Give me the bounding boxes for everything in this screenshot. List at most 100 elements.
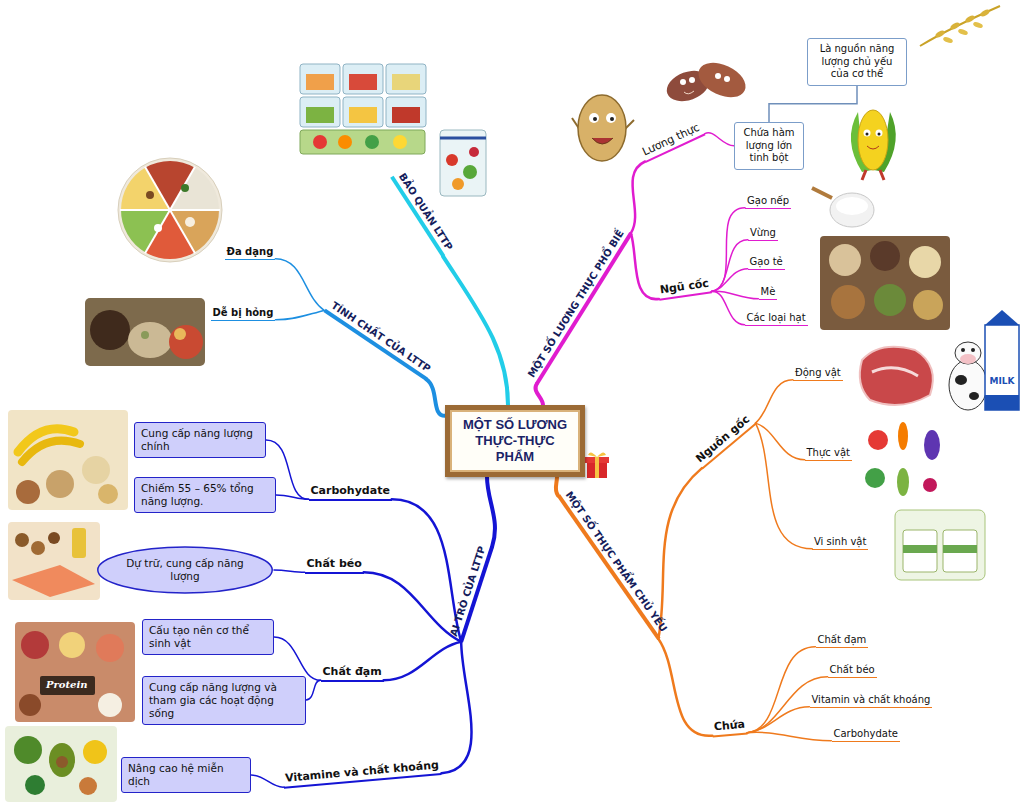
illustration-shape bbox=[985, 325, 1019, 410]
branch-line bbox=[747, 732, 831, 741]
node-text: Chất béo bbox=[307, 557, 362, 571]
illustration-shape bbox=[923, 478, 937, 492]
illustration-shape bbox=[684, 91, 694, 94]
node-text: AI TRÒ CỦA LTTP bbox=[447, 544, 488, 637]
zip-bag-picture bbox=[440, 130, 486, 196]
branch-line bbox=[705, 133, 734, 146]
illustration-shape bbox=[868, 430, 888, 450]
leaf-label: Vitamin và chất khoáng bbox=[810, 693, 933, 708]
illustration-shape bbox=[306, 74, 334, 90]
ellipse-outline-shape bbox=[98, 547, 272, 593]
note-box: Cung cấp năng lượng chính bbox=[134, 422, 266, 458]
illustration-shape bbox=[440, 130, 486, 196]
branch-line bbox=[711, 240, 748, 292]
sweet-potato-characters bbox=[663, 56, 751, 107]
protein-photo bbox=[15, 622, 135, 722]
illustration-shape bbox=[392, 74, 420, 90]
illustration-shape bbox=[957, 28, 968, 36]
leaf-label: Đa dạng bbox=[225, 245, 276, 260]
branch-line bbox=[275, 259, 324, 311]
illustration-shape bbox=[812, 188, 832, 198]
node-text: MỘT SỐ THỰC PHẨM CHỦ YẾU bbox=[562, 489, 669, 635]
illustration-shape bbox=[589, 113, 599, 123]
illustration-shape bbox=[610, 117, 614, 121]
illustration-shape bbox=[343, 97, 383, 127]
illustration-shape bbox=[146, 191, 154, 199]
illustration-shape bbox=[300, 130, 425, 154]
illustration-shape bbox=[715, 73, 721, 79]
illustration-shape bbox=[49, 743, 75, 777]
branch-line bbox=[756, 380, 793, 423]
leaf-label: Chất béo bbox=[828, 663, 877, 678]
subtopic-label: Vitamine và chất khoáng bbox=[283, 758, 442, 789]
illustration-shape bbox=[82, 456, 110, 484]
leaf-label: Gạo nếp bbox=[745, 194, 791, 209]
subtopic-label: Lương thực bbox=[638, 119, 705, 162]
illustration-shape bbox=[689, 77, 695, 83]
illustration-shape bbox=[979, 8, 990, 17]
illustration-shape bbox=[836, 197, 868, 215]
illustration-shape bbox=[300, 64, 340, 94]
branch-topic: MỘT SỐ LƯƠNG THỰC PHỔ BIẾ bbox=[523, 225, 632, 385]
node-text: Vừng bbox=[750, 226, 776, 239]
illustration-shape bbox=[985, 395, 1019, 410]
illustration-shape bbox=[313, 135, 327, 149]
illustration-shape bbox=[949, 360, 987, 410]
illustration-shape bbox=[949, 21, 960, 30]
illustration-shape bbox=[942, 36, 953, 44]
node-text: Đa dạng bbox=[227, 245, 274, 258]
illustration-shape bbox=[865, 468, 885, 488]
illustration-shape bbox=[693, 56, 751, 104]
illustration-shape bbox=[961, 348, 965, 352]
illustration-shape bbox=[145, 167, 195, 254]
vegetables-picture bbox=[865, 422, 940, 496]
node-text: Gạo tẻ bbox=[750, 255, 783, 268]
leaf-label: Vừng bbox=[748, 226, 778, 241]
branch-line bbox=[276, 310, 325, 319]
illustration-shape bbox=[829, 244, 861, 276]
potato-character bbox=[572, 95, 634, 161]
node-text: Ngũ cốc bbox=[659, 276, 710, 297]
illustration-shape bbox=[955, 375, 967, 385]
illustration-shape bbox=[897, 468, 909, 496]
node-text: Vitamine và chất khoáng bbox=[285, 758, 440, 785]
illustration-shape bbox=[15, 533, 29, 547]
branch-line bbox=[747, 677, 827, 733]
branch-line bbox=[631, 233, 659, 299]
illustration-shape bbox=[72, 528, 86, 558]
illustration-shape bbox=[724, 76, 730, 82]
illustration-shape bbox=[972, 21, 983, 29]
illustration-shape bbox=[185, 217, 195, 227]
branch-line bbox=[276, 495, 309, 499]
branch-line bbox=[251, 775, 284, 787]
leaf-label: Gạo tẻ bbox=[748, 255, 785, 270]
node-text: Cung cấp năng lượng và tham gia các hoạt… bbox=[149, 681, 299, 720]
branch-line bbox=[631, 162, 645, 234]
illustration-shape bbox=[903, 545, 937, 553]
illustration-shape bbox=[19, 694, 41, 716]
branch-topic: TÍNH CHẤT CỦA LTTP bbox=[323, 297, 435, 381]
illustration-shape bbox=[578, 95, 626, 161]
subtopic-label: Ngũ cốc bbox=[657, 276, 712, 300]
illustration-shape bbox=[21, 631, 49, 659]
illustration-shape bbox=[446, 154, 458, 166]
node-text: Nguồn gốc bbox=[693, 412, 753, 465]
illustration-shape bbox=[306, 107, 334, 123]
branch-line bbox=[487, 477, 495, 547]
note-box: Là nguồn năng lượng chủ yếu của cơ thể bbox=[807, 38, 907, 86]
illustration-shape bbox=[971, 348, 975, 352]
illustration-shape bbox=[588, 452, 606, 457]
node-text: Thực vật bbox=[807, 446, 850, 459]
spoiled-food-photo bbox=[85, 298, 205, 366]
illustration-shape bbox=[141, 331, 149, 339]
branch-line bbox=[747, 707, 809, 733]
branch-line bbox=[756, 423, 805, 460]
branch-topic: AI TRÒ CỦA LTTP bbox=[446, 542, 494, 643]
illustration-shape bbox=[386, 97, 426, 127]
food-plate-picture bbox=[118, 158, 222, 262]
illustration-shape bbox=[174, 328, 186, 340]
node-text: Các loại hạt bbox=[747, 311, 806, 324]
node-text: Dự trữ, cung cấp năng lượng bbox=[124, 557, 246, 583]
illustration-shape bbox=[83, 740, 107, 764]
illustration-shape bbox=[913, 290, 943, 320]
